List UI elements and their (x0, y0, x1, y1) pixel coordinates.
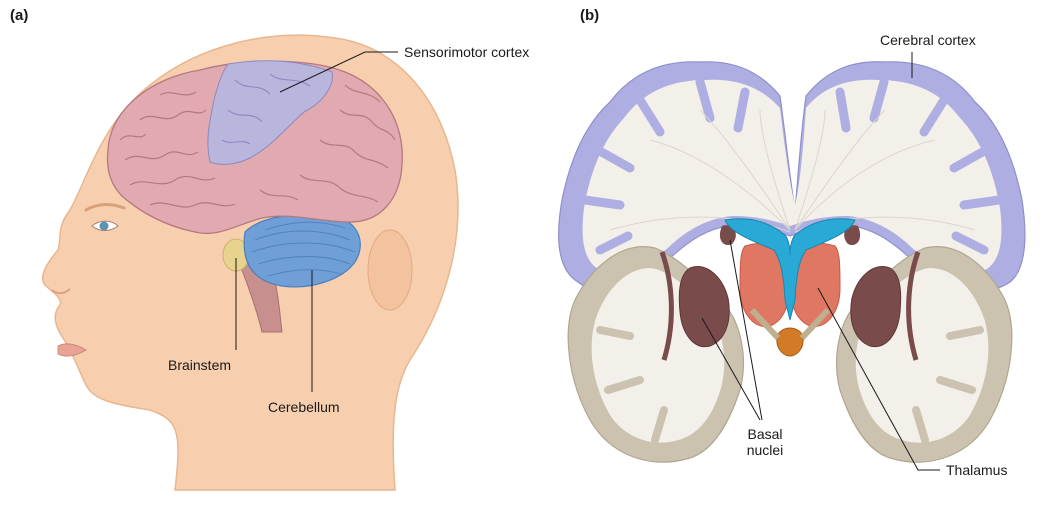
basal-nuclei-label-line1: Basal (747, 426, 783, 442)
brainstem-label: Brainstem (168, 357, 232, 373)
sensorimotor-cortex-label: Sensorimotor cortex (404, 44, 530, 60)
lips (57, 343, 87, 357)
leader-lines-b (701, 52, 940, 471)
caudate-right (844, 225, 861, 246)
brain-illustration (106, 60, 403, 333)
thalamus-label: Thalamus (946, 462, 1008, 478)
eyebrow (84, 203, 126, 212)
basal-nuclei-label-line2: nuclei (746, 442, 784, 458)
panel-label-a: (a) (10, 7, 29, 24)
leader-thalamus (817, 287, 940, 471)
cerebral-cortex-label: Cerebral cortex (880, 32, 976, 48)
panel-label-b: (b) (580, 7, 600, 24)
cerebellum-label: Cerebellum (268, 399, 340, 415)
basal-nuclei-left (678, 266, 730, 348)
basal-nuclei-label: Basal nuclei (740, 426, 790, 458)
leader-basal-2 (701, 317, 761, 421)
leader-basal-1 (729, 239, 763, 421)
basal-nuclei-right (850, 266, 902, 348)
eye-iris (99, 221, 109, 231)
sensorimotor-region (207, 60, 333, 165)
mammillary-bodies (776, 327, 804, 357)
nostril (51, 288, 71, 294)
ventricles (724, 218, 856, 321)
leader-sensorimotor (279, 51, 398, 93)
ear (367, 229, 413, 311)
leader-lines-a (235, 51, 398, 392)
white-matter-upper (582, 79, 1002, 273)
coronal-section (557, 61, 1026, 463)
caudate-left (719, 225, 736, 246)
